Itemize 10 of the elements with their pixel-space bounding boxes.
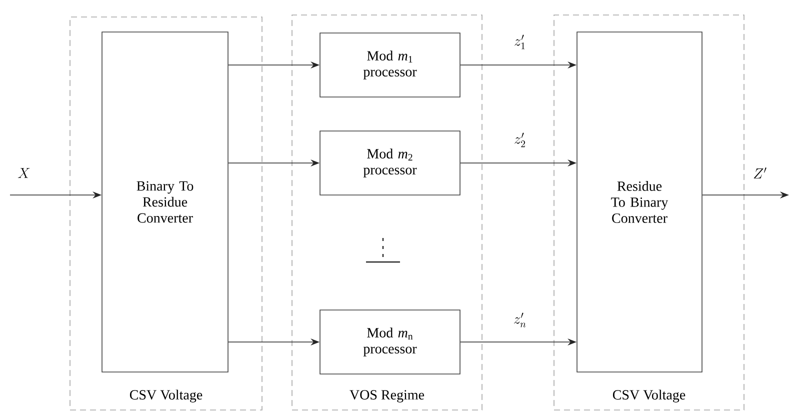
block: Mod m$_{1}$ processor — [320, 32, 460, 98]
edge-label: $z'_n$ — [512, 312, 528, 328]
edge-label: $Z'$ — [752, 166, 768, 180]
block: Mod m$_{n}$ processor — [320, 310, 460, 374]
edge-label: $X$ — [16, 167, 32, 179]
block: Mod m$_{2}$ processor — [320, 130, 460, 196]
edge-label: $z'_1$ — [512, 34, 528, 50]
edge-label: $z'_2$ — [512, 132, 528, 148]
block: Residue To Binary Converter — [576, 32, 702, 372]
block: Binary To Residue Converter — [102, 32, 228, 372]
